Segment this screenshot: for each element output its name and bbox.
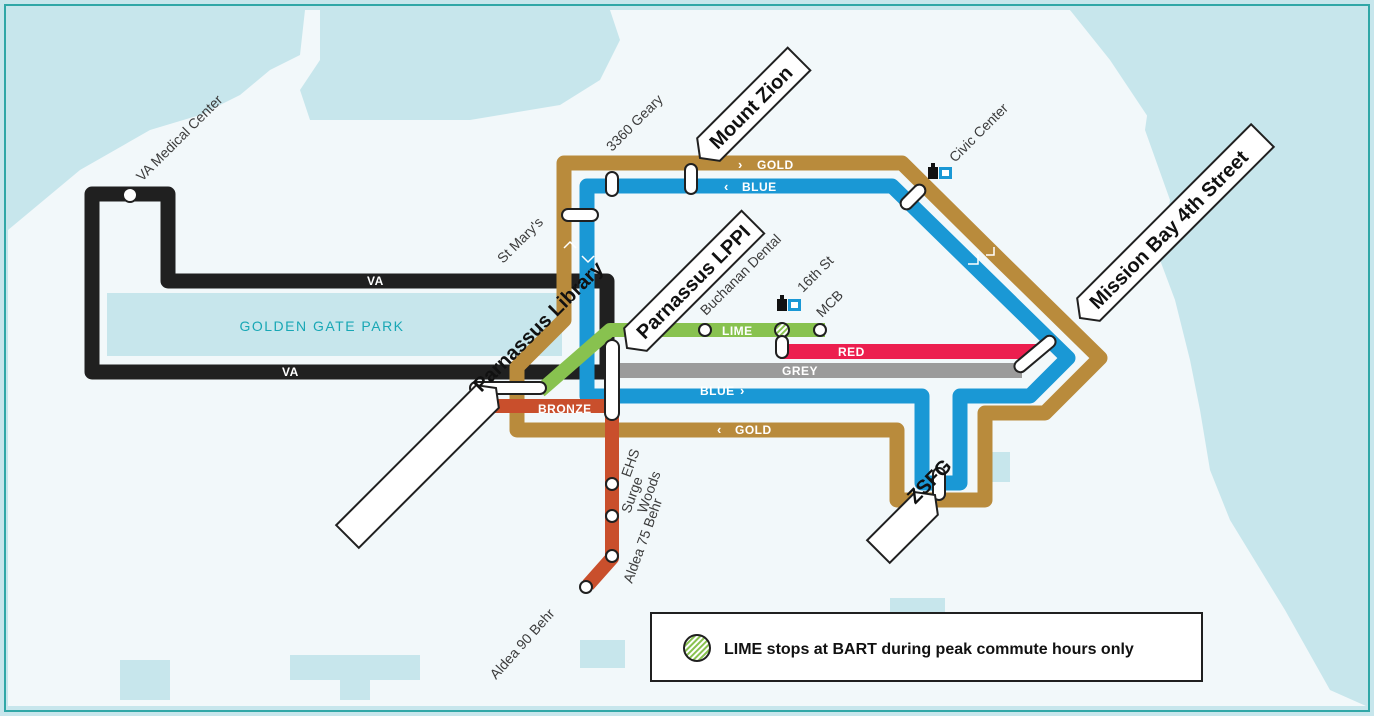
lime-line (535, 323, 825, 397)
blue-line (579, 178, 1076, 491)
gold-chevron-up-icon (563, 240, 577, 249)
gold-corner-arrow-icon (968, 247, 995, 265)
va-line (84, 186, 615, 380)
gold-chevron-left-icon: ‹ (717, 422, 721, 437)
blue-chevron-right-icon: › (740, 383, 744, 398)
stop-mcb[interactable] (813, 323, 827, 337)
blue-line-label-top: BLUE (742, 180, 777, 194)
gold-chevron-right-icon: › (738, 157, 742, 172)
stop-surge-woods[interactable] (605, 509, 619, 523)
stop-mount-zion[interactable] (684, 163, 698, 195)
gold-line-label-bottom: GOLD (735, 423, 772, 437)
grey-line (612, 363, 1022, 378)
gold-line-label-top: GOLD (757, 158, 794, 172)
stop-aldea-90[interactable] (579, 580, 593, 594)
legend-box (650, 612, 1203, 682)
grey-line-label: GREY (782, 364, 818, 378)
stop-aldea-75[interactable] (605, 549, 619, 563)
stop-civic-center[interactable] (898, 182, 928, 212)
blue-chevron-down-icon (581, 255, 595, 264)
hatched-lime-circle-icon (683, 634, 711, 662)
stop-16th-st-red[interactable] (775, 335, 789, 359)
va-line-label-top: VA (367, 274, 384, 288)
bart-icon (777, 295, 801, 311)
stop-va-medical-center[interactable] (122, 187, 138, 203)
park-label: GOLDEN GATE PARK (239, 318, 404, 334)
pond-4 (580, 640, 625, 668)
stop-3360-geary[interactable] (605, 171, 619, 197)
blue-chevron-left-icon: ‹ (724, 179, 728, 194)
stop-16th-st[interactable] (774, 322, 790, 338)
stop-parnassus-lppi[interactable] (604, 339, 620, 421)
stop-mission-bay[interactable] (1012, 333, 1058, 374)
stop-ehs[interactable] (605, 477, 619, 491)
gold-line (509, 155, 1108, 508)
legend: LIME stops at BART during peak commute h… (650, 612, 1203, 682)
map-border (4, 4, 1370, 712)
va-line-label-bottom: VA (282, 365, 299, 379)
bay-right (1070, 10, 1366, 620)
stop-zsfg[interactable] (932, 467, 946, 501)
red-line-label: RED (838, 345, 865, 359)
pond-2 (340, 655, 370, 700)
lime-line-label: LIME (722, 324, 753, 338)
legend-text: LIME stops at BART during peak commute h… (724, 641, 1134, 658)
bay-upper (300, 10, 620, 120)
stop-st-marys[interactable] (561, 208, 599, 222)
pond-3 (120, 660, 170, 700)
bart-icon (928, 163, 952, 179)
bronze-line-label: BRONZE (538, 402, 592, 416)
blue-line-label-bottom: BLUE (700, 384, 735, 398)
red-line (780, 344, 1036, 359)
pond-6 (990, 452, 1010, 482)
stop-buchanan-dental[interactable] (698, 323, 712, 337)
golden-gate-park (107, 293, 562, 356)
